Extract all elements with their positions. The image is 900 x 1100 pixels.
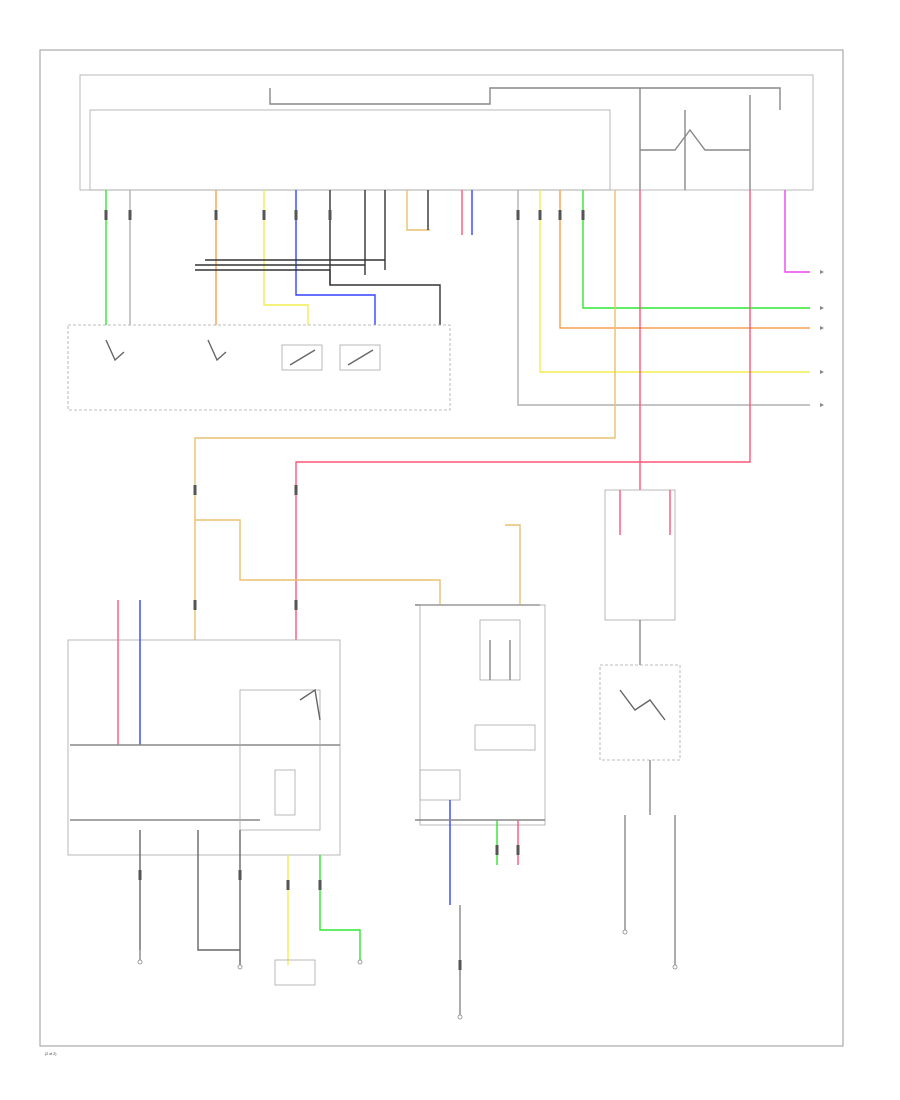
control-unit-box xyxy=(79,74,814,191)
control-module-box xyxy=(89,109,611,191)
connector-markers xyxy=(104,210,585,970)
module-output-wires xyxy=(105,190,473,325)
diagram-frame xyxy=(39,49,844,1047)
mid-harness xyxy=(195,519,540,606)
page-indicator: (2 of 2) xyxy=(45,1052,56,1056)
bottom-wires xyxy=(139,815,676,1015)
right-side-wires xyxy=(194,190,810,640)
switch-symbols xyxy=(105,339,381,371)
transmission-module-right xyxy=(599,489,681,815)
ground-symbols xyxy=(137,929,678,1020)
top-bus-lines xyxy=(269,87,781,190)
chevron-right-icon xyxy=(820,270,824,407)
bottom-sensor-box xyxy=(274,959,316,986)
switch-panel-box xyxy=(67,324,451,411)
transmission-control-box xyxy=(67,600,341,856)
center-solenoid-assembly xyxy=(415,604,546,905)
